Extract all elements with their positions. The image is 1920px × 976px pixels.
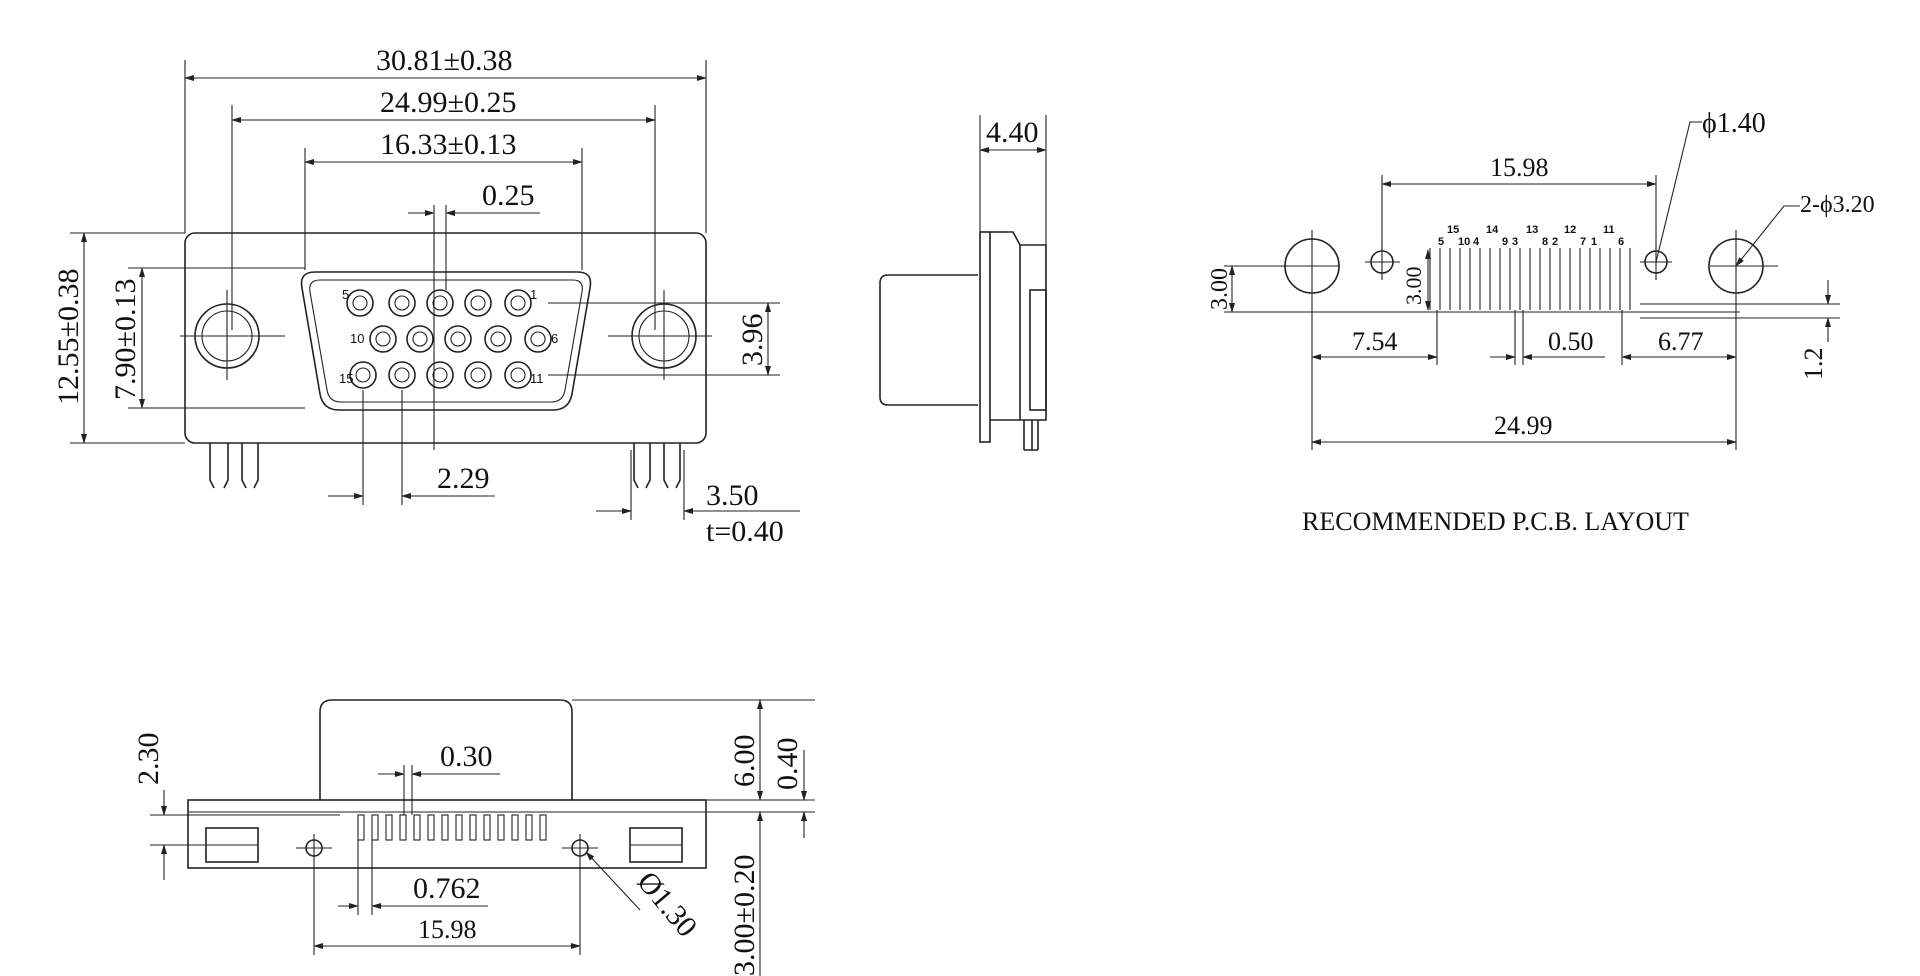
- dim-overall-width: 30.81±0.38: [376, 44, 512, 77]
- dim-pcb-pitch: 0.50: [1548, 327, 1594, 356]
- dim-thickness: t=0.40: [706, 515, 784, 548]
- pad-label: 3: [1512, 236, 1518, 248]
- front-view: 30.81±0.38 24.99±0.25 16.33±0.13 0.25: [52, 44, 800, 548]
- pin-row-1: [346, 289, 532, 317]
- pad-label: 14: [1486, 224, 1499, 236]
- dim-shell-height: 7.90±0.13: [109, 279, 142, 400]
- dim-depth: 4.40: [986, 116, 1039, 149]
- bottom-view: 2.30 0.30 0.762 15.98 Ø1.30 6.00 0.40: [132, 699, 815, 976]
- pad-label: 7: [1580, 236, 1586, 248]
- dim-bottom-pitch: 0.762: [413, 872, 481, 905]
- pad-label: 9: [1502, 236, 1508, 248]
- pin-label-11: 11: [530, 371, 544, 386]
- pin-row-3: [349, 361, 532, 389]
- dim-hole: Ø1.30: [631, 865, 704, 943]
- dim-pcb-span: 15.98: [1490, 153, 1549, 182]
- pad-label: 8: [1542, 236, 1548, 248]
- pin-label-10: 10: [350, 331, 364, 346]
- dim-height-left: 2.30: [132, 733, 165, 786]
- dim-shell-width: 16.33±0.13: [380, 128, 516, 161]
- dim-edge: 1.2: [1799, 348, 1828, 381]
- pad-label: 4: [1473, 236, 1480, 248]
- pcb-layout-title: RECOMMENDED P.C.B. LAYOUT: [1302, 507, 1689, 536]
- dim-right: 6.77: [1658, 327, 1704, 356]
- pad-label: 6: [1618, 236, 1624, 248]
- dim-row-spacing: 3.96: [736, 314, 769, 367]
- pad-label: 5: [1438, 236, 1444, 248]
- pad-label: 11: [1603, 224, 1615, 236]
- pin-label-1: 1: [530, 287, 537, 302]
- pin-label-5: 5: [342, 287, 349, 302]
- dim-gap: 0.40: [771, 738, 804, 791]
- bottom-pins: [357, 814, 547, 841]
- pcb-pads: [1429, 248, 1631, 310]
- dim-pin-pitch: 2.29: [437, 462, 490, 495]
- pin-row-2: [369, 325, 552, 353]
- dim-bracket: 3.50: [706, 479, 759, 512]
- dim-bottom-span: 15.98: [418, 915, 477, 944]
- dim-total: 24.99: [1494, 411, 1553, 440]
- pad-label: 2: [1552, 236, 1558, 248]
- dim-mount-spacing: 24.99±0.25: [380, 86, 516, 119]
- dim-mount-holes: 2-ϕ3.20: [1800, 192, 1875, 218]
- pad-label: 10: [1458, 236, 1470, 248]
- pad-label: 12: [1564, 224, 1576, 236]
- dim-left: 7.54: [1352, 327, 1398, 356]
- side-view: 4.40: [879, 115, 1047, 451]
- dim-height: 12.55±0.38: [52, 269, 85, 405]
- dim-pin-width-bottom: 0.30: [440, 740, 493, 773]
- dim-small-hole: ϕ1.40: [1702, 108, 1766, 139]
- pad-label: 1: [1591, 236, 1597, 248]
- pad-label: 13: [1526, 224, 1538, 236]
- pin-label-15: 15: [339, 371, 353, 386]
- dim-row-offset-inner: 3.00: [1401, 267, 1426, 306]
- dim-row-offset-left: 3.00: [1207, 268, 1233, 310]
- dim-pin-width: 0.25: [482, 179, 535, 212]
- dim-lower: 3.00±0.20: [728, 855, 761, 976]
- pcb-layout: 5 15 10 4 14 9 3 13 8 2 12 7 1 11 6 15.9…: [1207, 108, 1875, 536]
- pad-label: 15: [1447, 224, 1459, 236]
- dim-total-height: 6.00: [728, 735, 761, 788]
- pin-label-6: 6: [551, 331, 558, 346]
